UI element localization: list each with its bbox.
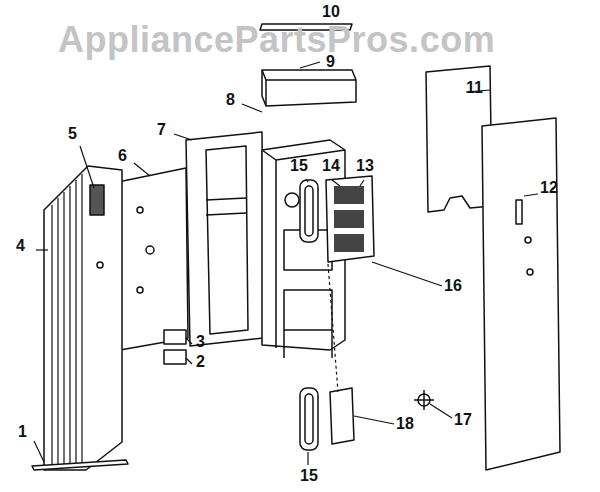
callout-number: 13 bbox=[356, 158, 374, 174]
watermark: AppliancePartsPros.com bbox=[58, 22, 495, 58]
central-edge bbox=[275, 160, 277, 348]
small-pad bbox=[164, 330, 186, 344]
callout-number: 9 bbox=[326, 54, 335, 70]
frame bbox=[186, 132, 264, 346]
callout-number: 7 bbox=[157, 122, 166, 138]
small-pad bbox=[164, 350, 186, 364]
filter-pad bbox=[330, 388, 354, 444]
callout-number: 17 bbox=[454, 412, 472, 428]
callout-number: 2 bbox=[196, 354, 205, 370]
callout-number: 8 bbox=[226, 92, 235, 108]
motor-shaft bbox=[285, 193, 299, 207]
gasket-inner bbox=[305, 186, 313, 236]
callout-number: 1 bbox=[18, 424, 27, 440]
callout-number: 16 bbox=[444, 278, 462, 294]
slot bbox=[516, 200, 522, 224]
coil-block bbox=[326, 176, 374, 262]
callout-number: 18 bbox=[396, 416, 414, 432]
callout-number: 3 bbox=[196, 334, 205, 350]
compartment bbox=[284, 290, 332, 330]
callout-number: 11 bbox=[466, 80, 483, 96]
gasket bbox=[300, 388, 318, 450]
hole bbox=[527, 269, 533, 275]
front-panel bbox=[44, 166, 122, 470]
callout-number: 14 bbox=[322, 158, 340, 174]
frame-opening bbox=[206, 146, 248, 334]
gasket-inner bbox=[305, 394, 313, 444]
top-box bbox=[262, 70, 356, 106]
callout-number: 6 bbox=[118, 148, 127, 164]
side-panel bbox=[482, 118, 560, 470]
callout-number: 12 bbox=[540, 180, 558, 196]
gasket bbox=[300, 180, 318, 242]
hole bbox=[137, 287, 143, 293]
callout-number: 4 bbox=[16, 238, 25, 254]
knob bbox=[97, 262, 103, 268]
leg bbox=[331, 330, 333, 358]
leader-lines bbox=[34, 62, 538, 465]
base-strip bbox=[32, 460, 128, 470]
callout-number: 15 bbox=[300, 468, 318, 484]
grille-insert bbox=[90, 185, 104, 215]
callout-number: 10 bbox=[322, 4, 340, 20]
valve-pipe bbox=[423, 390, 425, 410]
side-plate bbox=[118, 168, 188, 350]
callout-number: 15 bbox=[290, 158, 308, 174]
top-box-edge bbox=[265, 80, 267, 106]
top-box-edge bbox=[262, 70, 356, 80]
frame-bar bbox=[206, 198, 246, 200]
callout-number: 5 bbox=[68, 126, 77, 142]
hole bbox=[525, 237, 531, 243]
leg bbox=[283, 330, 285, 358]
hole bbox=[146, 246, 154, 254]
hole bbox=[137, 207, 143, 213]
frame-bar bbox=[206, 213, 246, 215]
